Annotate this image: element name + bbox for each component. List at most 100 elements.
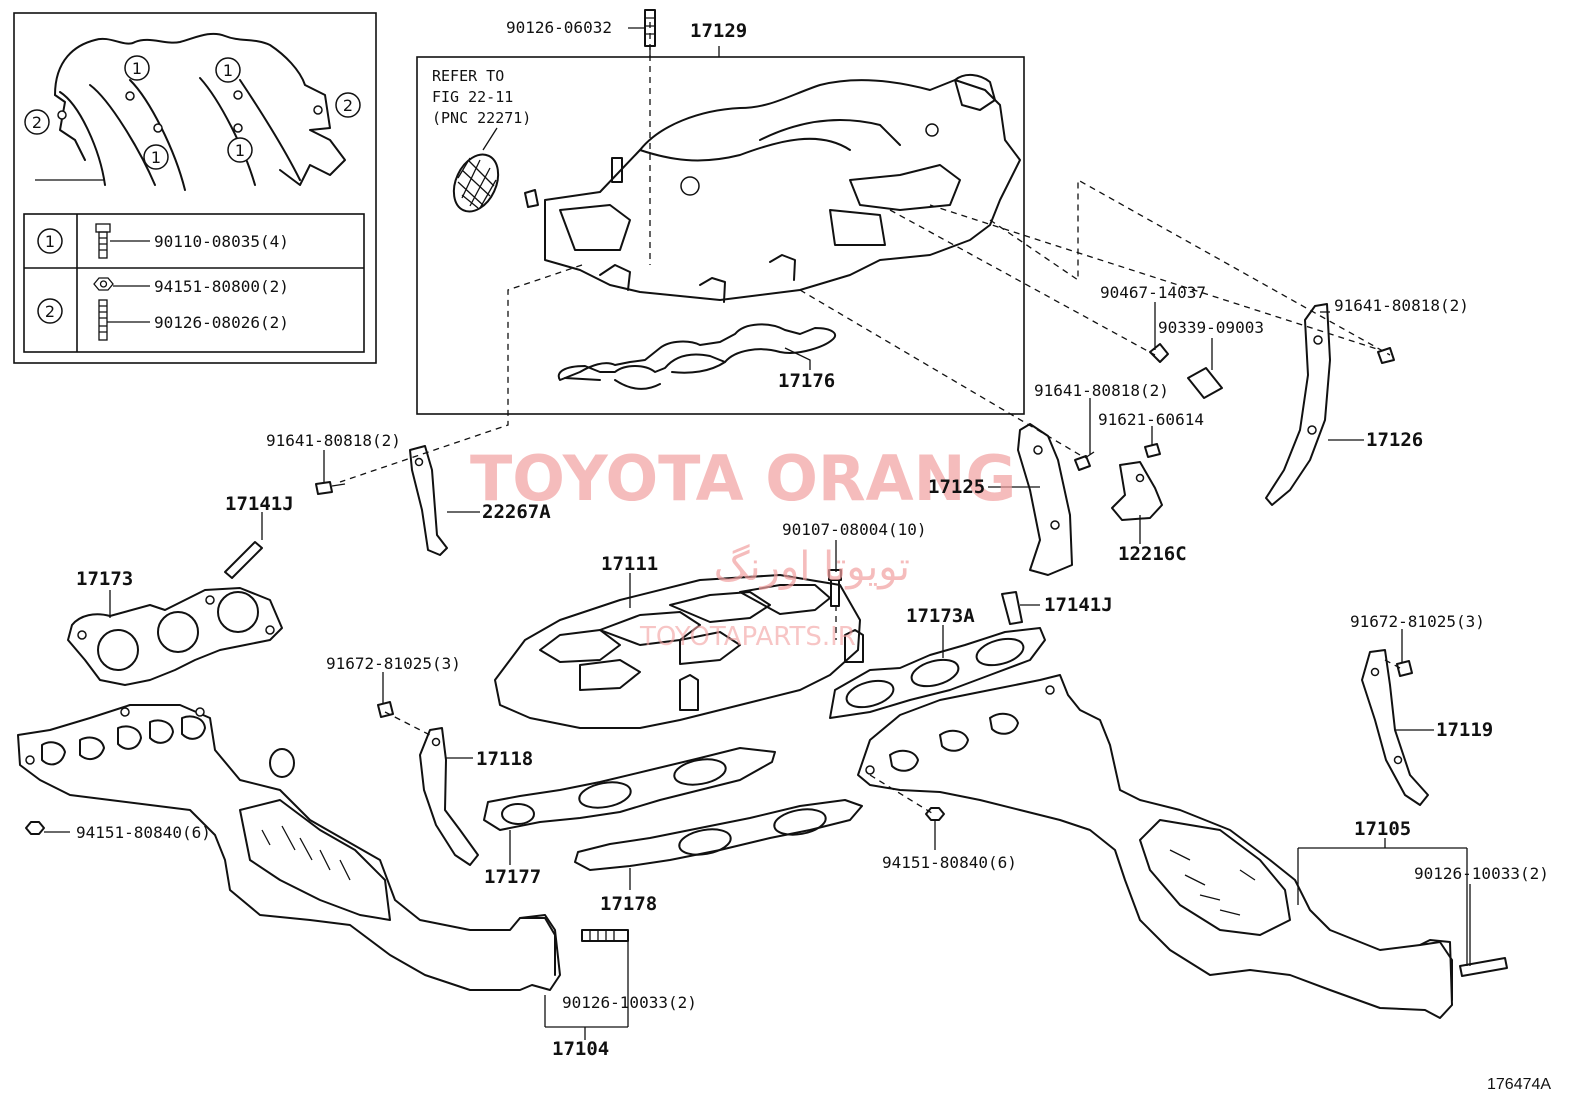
legend-row1-part: 90110-08035(4) bbox=[154, 232, 289, 251]
stud-17141j-right bbox=[1001, 591, 1023, 625]
inset-panel: 1 1 1 1 2 2 1 2 90110-08035(4) bbox=[13, 12, 377, 364]
refer-note-line2: FIG 22-11 bbox=[432, 88, 513, 106]
bolt-icon bbox=[1396, 660, 1413, 677]
nut-icon bbox=[25, 821, 45, 835]
bracket-12216c bbox=[1111, 461, 1163, 521]
inset-callout-1b-text: 1 bbox=[223, 61, 233, 80]
svg-text:1: 1 bbox=[45, 232, 55, 251]
bolt-icon bbox=[1074, 451, 1095, 471]
clamp-icon bbox=[1149, 343, 1169, 363]
label-17173: 17173 bbox=[76, 568, 133, 590]
label-17176: 17176 bbox=[778, 370, 835, 392]
label-17141j-right: 17141J bbox=[1044, 594, 1113, 616]
refer-note-line1: REFER TO bbox=[432, 67, 504, 85]
label-90339-09003: 90339-09003 bbox=[1158, 318, 1264, 337]
label-91672-81025-left: 91672-81025(3) bbox=[326, 654, 461, 673]
refer-note-line3: (PNC 22271) bbox=[432, 109, 531, 127]
inset-callout-1a: 1 bbox=[124, 55, 150, 81]
watermark: TOYOTA ORANG تویوتا اورنگ TOYOTAPARTS.IR bbox=[470, 442, 1016, 652]
dashed-reference-lines bbox=[339, 22, 1401, 816]
watermark-persian: تویوتا اورنگ bbox=[714, 544, 910, 590]
bolt-icon bbox=[828, 569, 842, 607]
inset-callout-1c-text: 1 bbox=[151, 148, 161, 167]
bracket-17119 bbox=[1361, 649, 1429, 806]
label-91641-80818-right: 91641-80818(2) bbox=[1334, 296, 1469, 315]
inset-legend-table: 1 2 90110-08035(4) 94151-80800(2) bbox=[23, 213, 365, 353]
label-17104: 17104 bbox=[552, 1038, 609, 1060]
label-17141j-left: 17141J bbox=[225, 493, 294, 515]
label-17125: 17125 bbox=[928, 476, 985, 498]
bolt-icon bbox=[1377, 347, 1395, 364]
gasket-17177 bbox=[483, 747, 776, 831]
label-17105: 17105 bbox=[1354, 818, 1411, 840]
exhaust-manifold-17105 bbox=[857, 674, 1453, 1019]
label-17177: 17177 bbox=[484, 866, 541, 888]
bolt-icon bbox=[95, 223, 111, 259]
label-91621-60614: 91621-60614 bbox=[1098, 410, 1204, 429]
leader-lines bbox=[44, 27, 1471, 1040]
legend-row2-number: 2 bbox=[37, 298, 63, 324]
nut-icon bbox=[925, 807, 945, 821]
watermark-site: TOYOTAPARTS.IR bbox=[639, 622, 856, 652]
label-17173a: 17173A bbox=[906, 605, 975, 627]
inset-callout-2b: 2 bbox=[335, 92, 361, 118]
stud-icon bbox=[98, 299, 108, 341]
stud-90126-10033-right bbox=[1459, 957, 1508, 977]
screen-gasket-icon bbox=[452, 127, 500, 213]
inset-callout-2a-text: 2 bbox=[32, 113, 42, 132]
intake-manifold-box: REFER TO FIG 22-11 (PNC 22271) bbox=[416, 56, 1025, 415]
label-90126-06032: 90126-06032 bbox=[506, 18, 612, 37]
label-90126-10033-right: 90126-10033(2) bbox=[1414, 864, 1549, 883]
stud-90126-10033-left bbox=[581, 929, 629, 942]
legend-row2-part-b: 90126-08026(2) bbox=[154, 313, 289, 332]
label-90126-10033-left: 90126-10033(2) bbox=[562, 993, 697, 1012]
intake-manifold-drawing bbox=[524, 74, 1021, 303]
legend-row2-part-a: 94151-80800(2) bbox=[154, 277, 289, 296]
inset-callout-1b: 1 bbox=[215, 57, 241, 83]
label-91641-80818-mid: 91641-80818(2) bbox=[1034, 381, 1169, 400]
bolt-icon bbox=[1144, 443, 1161, 458]
stud-17141j-left bbox=[224, 541, 263, 579]
label-22267a: 22267A bbox=[482, 501, 551, 523]
bolt-icon bbox=[315, 481, 346, 495]
label-17111: 17111 bbox=[601, 553, 658, 575]
label-91672-81025-right: 91672-81025(3) bbox=[1350, 612, 1485, 631]
label-91641-80818-left: 91641-80818(2) bbox=[266, 431, 401, 450]
gasket-17176-drawing bbox=[557, 323, 837, 390]
legend-row1-number: 1 bbox=[37, 228, 63, 254]
inset-callout-1d: 1 bbox=[227, 137, 253, 163]
inset-callout-2a: 2 bbox=[24, 109, 50, 135]
label-94151-80840-left: 94151-80840(6) bbox=[76, 823, 211, 842]
gasket-17173 bbox=[67, 587, 283, 686]
inset-callout-1d-text: 1 bbox=[235, 141, 245, 160]
pin-90339-09003 bbox=[1187, 367, 1223, 399]
label-17178: 17178 bbox=[600, 893, 657, 915]
inset-callout-1c: 1 bbox=[143, 144, 169, 170]
inset-callout-1a-text: 1 bbox=[132, 59, 142, 78]
label-17129: 17129 bbox=[690, 20, 747, 42]
label-12216c: 12216C bbox=[1118, 543, 1187, 565]
label-17118: 17118 bbox=[476, 748, 533, 770]
bracket-17126 bbox=[1265, 303, 1331, 506]
part-labels: 90126-06032 17129 17176 90467-14037 9033… bbox=[76, 18, 1551, 1093]
svg-text:2: 2 bbox=[45, 302, 55, 321]
inset-callout-2b-text: 2 bbox=[343, 96, 353, 115]
figure-code: 176474A bbox=[1487, 1076, 1551, 1093]
label-17126: 17126 bbox=[1366, 429, 1423, 451]
bolt-icon bbox=[377, 701, 394, 718]
bracket-17125 bbox=[1017, 423, 1073, 576]
gasket-17173a bbox=[829, 627, 1046, 719]
inset-manifold-sketch bbox=[35, 32, 346, 191]
label-17119: 17119 bbox=[1436, 719, 1493, 741]
exhaust-manifold-17104 bbox=[17, 704, 561, 991]
label-90467-14037: 90467-14037 bbox=[1100, 283, 1206, 302]
gasket-17178 bbox=[574, 799, 863, 871]
label-90107-08004: 90107-08004(10) bbox=[782, 520, 927, 539]
nut-icon bbox=[93, 277, 114, 291]
label-94151-80840-mid: 94151-80840(6) bbox=[882, 853, 1017, 872]
bracket-22267a bbox=[409, 445, 448, 556]
watermark-main: TOYOTA ORANG bbox=[470, 442, 1016, 515]
bracket-17118 bbox=[419, 727, 479, 866]
intake-plenum-17111 bbox=[494, 574, 864, 729]
